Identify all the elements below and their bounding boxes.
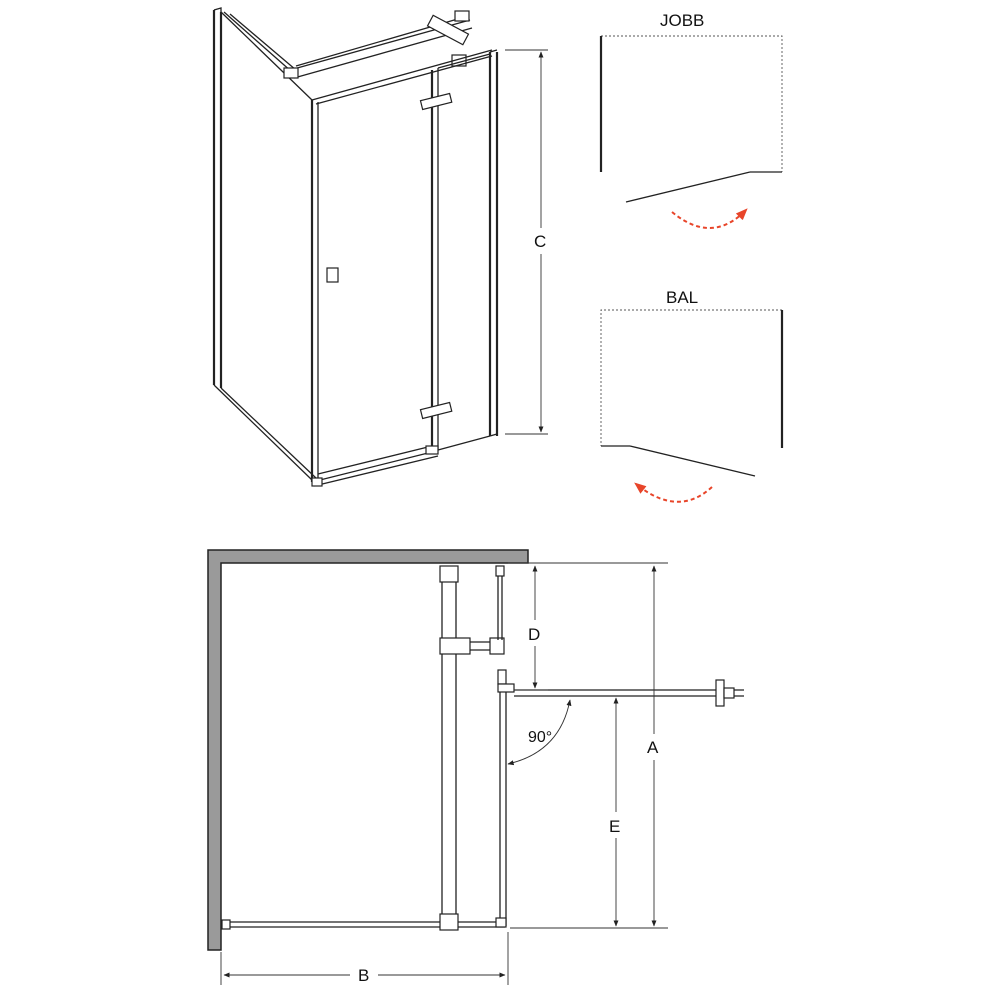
wall-corner	[207, 549, 529, 951]
stabilizer-bar	[223, 10, 473, 79]
dimension-d: D	[508, 562, 548, 691]
front-panel-plan	[495, 669, 515, 928]
angle-label: 90°	[528, 729, 552, 746]
dimension-e-label: E	[609, 817, 620, 836]
hinge-bottom	[419, 401, 453, 420]
dimension-a-label: A	[647, 738, 659, 757]
bal-plan: BAL	[600, 288, 784, 503]
dimension-e: E	[609, 697, 620, 927]
front-top-edge	[311, 49, 493, 101]
jobb-swing-arrow	[671, 208, 748, 229]
fixed-front-panel	[437, 49, 499, 451]
dimension-b-label: B	[358, 966, 369, 985]
floor-plan: 90° D A E B	[207, 549, 744, 985]
dimension-a: A	[510, 562, 668, 929]
dimension-c: C	[505, 49, 548, 435]
bal-title: BAL	[666, 288, 698, 307]
door-open-plan	[514, 679, 744, 707]
isometric-view: C	[212, 7, 548, 487]
side-panel-plan	[221, 919, 505, 930]
angle-indicator: 90°	[507, 699, 572, 766]
dimension-b: B	[220, 932, 509, 985]
dimension-d-label: D	[528, 625, 540, 644]
jobb-plan: JOBB	[599, 11, 783, 229]
dimension-c-label: C	[534, 232, 546, 251]
jobb-door-line	[625, 171, 751, 203]
bal-swing-arrow	[634, 482, 713, 503]
door-leaf	[310, 68, 439, 487]
jobb-title: JOBB	[660, 11, 704, 30]
door-handle-knob	[326, 267, 339, 283]
vertical-support-plan	[439, 565, 505, 931]
bal-door-line	[629, 445, 756, 477]
hinge-top	[419, 92, 453, 111]
side-panel	[212, 7, 317, 481]
